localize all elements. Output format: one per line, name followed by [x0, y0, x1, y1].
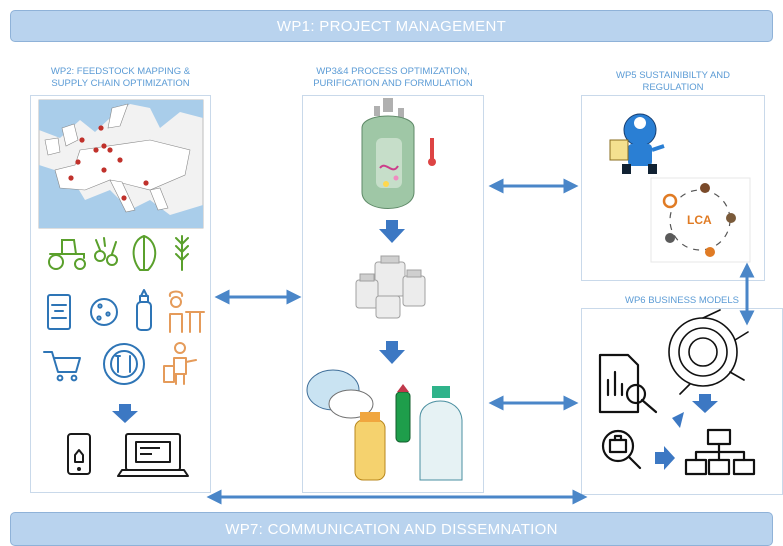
wp34-title: WP3&4 PROCESS OPTIMIZATION, PURIFICATION… [290, 66, 496, 90]
laptop-icon [117, 433, 189, 477]
diag-arrow-wp6 [672, 412, 684, 428]
shopping-cart-icon [43, 351, 81, 382]
org-chart-icon [684, 428, 756, 476]
wp5-title-line1: WP5 SUSTAINIBILTY AND [615, 70, 731, 81]
vials-icon [355, 255, 426, 319]
briefcase-search-icon [601, 429, 642, 470]
wp34-title-line2: PURIFICATION AND FORMULATION [313, 78, 473, 89]
down-arrow-reactor [379, 220, 405, 243]
wheat-icon [175, 235, 189, 271]
map-marker [68, 175, 74, 181]
wp2-title-line1: WP2: FEEDSTOCK MAPPING & [50, 66, 191, 77]
plate-cutlery-icon [103, 343, 145, 385]
lettuce-icon [132, 234, 157, 271]
map-marker [143, 180, 149, 186]
right-arrow-wp6 [655, 446, 675, 470]
mascot-icon [609, 113, 665, 174]
wp5-title-line2: REGULATION [642, 82, 704, 93]
map-marker [121, 195, 127, 201]
wp1-title: WP1: PROJECT MANAGEMENT [276, 17, 507, 35]
wp6-title: WP6 BUSINESS MODELS [624, 295, 740, 306]
wp2-panel [30, 95, 211, 493]
lca-label: LCA [687, 213, 712, 227]
cosmetics-icon [306, 369, 463, 481]
report-analysis-icon [598, 353, 658, 414]
map-marker [93, 147, 99, 153]
europe-map [38, 99, 204, 229]
wp5-title: WP5 SUSTAINIBILTY AND REGULATION [581, 70, 765, 94]
lca-cycle-icon [650, 177, 751, 263]
wp34-title-line1: WP3&4 PROCESS OPTIMIZATION, [316, 66, 470, 77]
down-arrow-wp2 [112, 404, 138, 423]
beet-icon [94, 237, 118, 266]
tractor-icon [48, 239, 86, 270]
reactor-icon [361, 98, 436, 209]
wp2-title-line2: SUPPLY CHAIN OPTIMIZATION [51, 78, 190, 89]
map-marker [101, 143, 107, 149]
wp2-title: WP2: FEEDSTOCK MAPPING & SUPPLY CHAIN OP… [30, 66, 211, 90]
down-arrow-vials [379, 341, 405, 364]
smartphone-icon [67, 433, 91, 475]
wp7-title: WP7: COMMUNICATION AND DISSEMNATION [225, 520, 558, 538]
grocery-person-icon [163, 342, 197, 385]
food-bag-icon [47, 294, 71, 330]
wp7-banner: WP7: COMMUNICATION AND DISSEMNATION [10, 512, 773, 546]
map-marker [117, 157, 123, 163]
wp1-banner: WP1: PROJECT MANAGEMENT [10, 10, 773, 42]
map-marker [101, 167, 107, 173]
baby-bottle-icon [136, 289, 152, 331]
down-arrow-wp6 [692, 394, 718, 413]
map-marker [75, 159, 81, 165]
map-marker [98, 125, 104, 131]
down-arrows [112, 220, 718, 470]
cookie-icon [90, 298, 118, 326]
map-marker [107, 147, 113, 153]
chef-icon [168, 290, 205, 333]
map-marker [79, 137, 85, 143]
wp5-panel [581, 95, 765, 281]
tech-circle-icon [668, 309, 749, 395]
